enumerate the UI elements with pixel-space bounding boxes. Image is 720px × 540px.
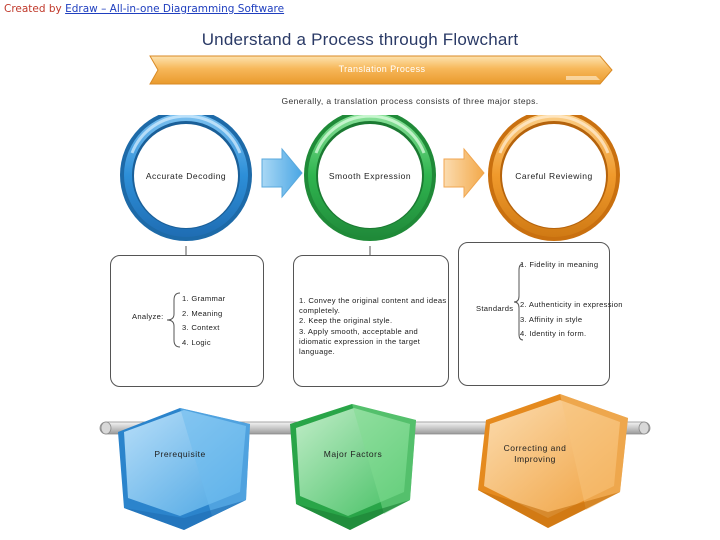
expression-line-6: language. (299, 347, 336, 357)
intro-text: Generally, a translation process consist… (281, 96, 539, 106)
expression-ring (304, 115, 436, 241)
reviewing-ring (488, 115, 620, 241)
analyze-label: Analyze: (132, 312, 164, 321)
decoding-box (110, 255, 264, 387)
reviewing-box (458, 242, 610, 386)
standard-item-3: 3. Affinity in style (520, 315, 583, 324)
banner-label: Translation Process (338, 64, 426, 74)
prerequisite-label: Prerequisite (154, 449, 206, 459)
credit-line: Created by Edraw – All-in-one Diagrammin… (4, 3, 284, 15)
standards-brace (513, 263, 524, 341)
decoding-item-3: 3. Context (182, 323, 220, 332)
expression-line-2: completely. (299, 306, 341, 316)
arrow-to-reviewing (443, 147, 485, 199)
page-title: Understand a Process through Flowchart (201, 30, 519, 49)
decoding-item-2: 2. Meaning (182, 309, 223, 318)
expression-line-5: idiomatic expression in the target (299, 336, 421, 346)
correcting-label: Correcting and Improving (480, 443, 590, 465)
step-label-expression: Smooth Expression (328, 171, 412, 181)
standard-item-4: 4. Identity in form. (520, 329, 587, 338)
credit-link[interactable]: Edraw – All-in-one Diagramming Software (65, 3, 285, 15)
step-rings (120, 115, 620, 241)
major-factors-label: Major Factors (323, 449, 383, 459)
expression-line-1: 1. Convey the original content and ideas (299, 296, 447, 305)
correcting-line-2: Improving (514, 454, 556, 464)
expression-box (293, 255, 449, 387)
major-factors-cube (290, 404, 416, 530)
decoding-item-1: 1. Grammar (182, 294, 226, 303)
credit-prefix: Created by (4, 3, 66, 15)
standard-item-1: 1. Fidelity in meaning (520, 260, 599, 269)
translation-process-banner (149, 55, 613, 85)
arrow-to-expression (261, 147, 303, 199)
step-label-decoding: Accurate Decoding (145, 171, 227, 181)
bottom-scene (99, 394, 651, 530)
standard-item-2: 2. Authenticity in expression (520, 300, 623, 309)
prerequisite-cube (118, 408, 250, 530)
analyze-brace (166, 292, 181, 348)
step-label-reviewing: Careful Reviewing (515, 171, 593, 181)
expression-line-3: 2. Keep the original style. (299, 316, 393, 326)
correcting-line-1: Correcting and (503, 443, 567, 453)
expression-line-4: 3. Apply smooth, acceptable and (299, 326, 419, 336)
decoding-ring (120, 115, 252, 241)
expression-text: 1. Convey the original content and ideas… (299, 296, 447, 357)
decoding-item-4: 4. Logic (182, 338, 211, 347)
correcting-cube (478, 394, 628, 528)
standards-label: Standards (476, 304, 514, 313)
